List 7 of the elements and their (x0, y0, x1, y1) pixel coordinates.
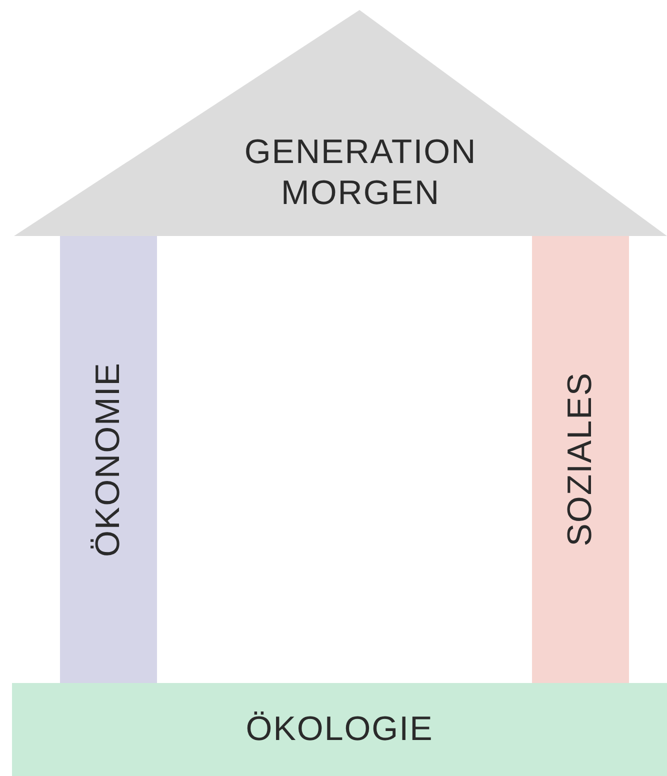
roof-label: GENERATION MORGEN (243, 132, 478, 214)
pillar (532, 236, 629, 683)
base-label: ÖKOLOGIE (246, 709, 434, 750)
pillar (60, 236, 157, 683)
pillar-label: SOZIALES (560, 372, 600, 547)
base-slab (12, 683, 667, 776)
pillar-label: ÖKONOMIE (88, 362, 128, 558)
